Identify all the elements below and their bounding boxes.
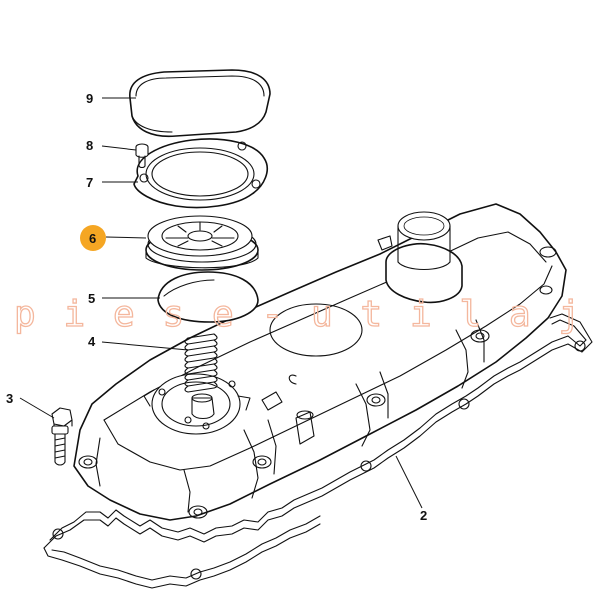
callout-6-label: 6 xyxy=(89,231,96,246)
callout-2: 2 xyxy=(420,508,427,523)
diaphragm xyxy=(157,271,259,323)
watermark-char: a xyxy=(509,294,531,335)
callout-8: 8 xyxy=(86,138,93,153)
callout-2-label: 2 xyxy=(420,508,427,523)
small-screw xyxy=(135,143,149,169)
watermark-char: j xyxy=(559,294,581,335)
watermark-char: i xyxy=(64,294,86,335)
watermark-char: e xyxy=(113,294,135,335)
valve-cover-gasket xyxy=(43,313,593,589)
spring xyxy=(184,333,218,420)
pcv-valve-plate xyxy=(145,215,259,271)
leader-lines xyxy=(19,97,423,509)
callout-4: 4 xyxy=(88,334,96,349)
callout-8-label: 8 xyxy=(86,138,93,153)
callout-7-label: 7 xyxy=(86,175,93,190)
watermark-char: u xyxy=(311,294,333,335)
cover-lid xyxy=(129,69,271,138)
callout-5-label: 5 xyxy=(88,291,95,306)
callout-9: 9 xyxy=(86,91,93,106)
highlight-circle xyxy=(80,225,106,251)
callout-7: 7 xyxy=(86,175,93,190)
callout-6-highlighted: 6 xyxy=(80,225,106,251)
callout-4-label: 4 xyxy=(88,334,96,349)
oil-filler-neck xyxy=(377,211,463,304)
watermark-char: e xyxy=(212,294,234,335)
plate-gasket xyxy=(133,138,268,209)
watermark-char: t xyxy=(361,294,383,335)
callout-3: 3 xyxy=(6,391,13,406)
callout-9-label: 9 xyxy=(86,91,93,106)
callout-3-label: 3 xyxy=(6,391,13,406)
callout-5: 5 xyxy=(88,291,95,306)
watermark-char: l xyxy=(460,294,482,335)
hex-bolt xyxy=(51,407,73,466)
watermark-char: p xyxy=(14,294,36,335)
watermark-char: s xyxy=(163,294,185,335)
watermark-char: i xyxy=(410,294,432,335)
watermark-char: - xyxy=(262,294,284,335)
